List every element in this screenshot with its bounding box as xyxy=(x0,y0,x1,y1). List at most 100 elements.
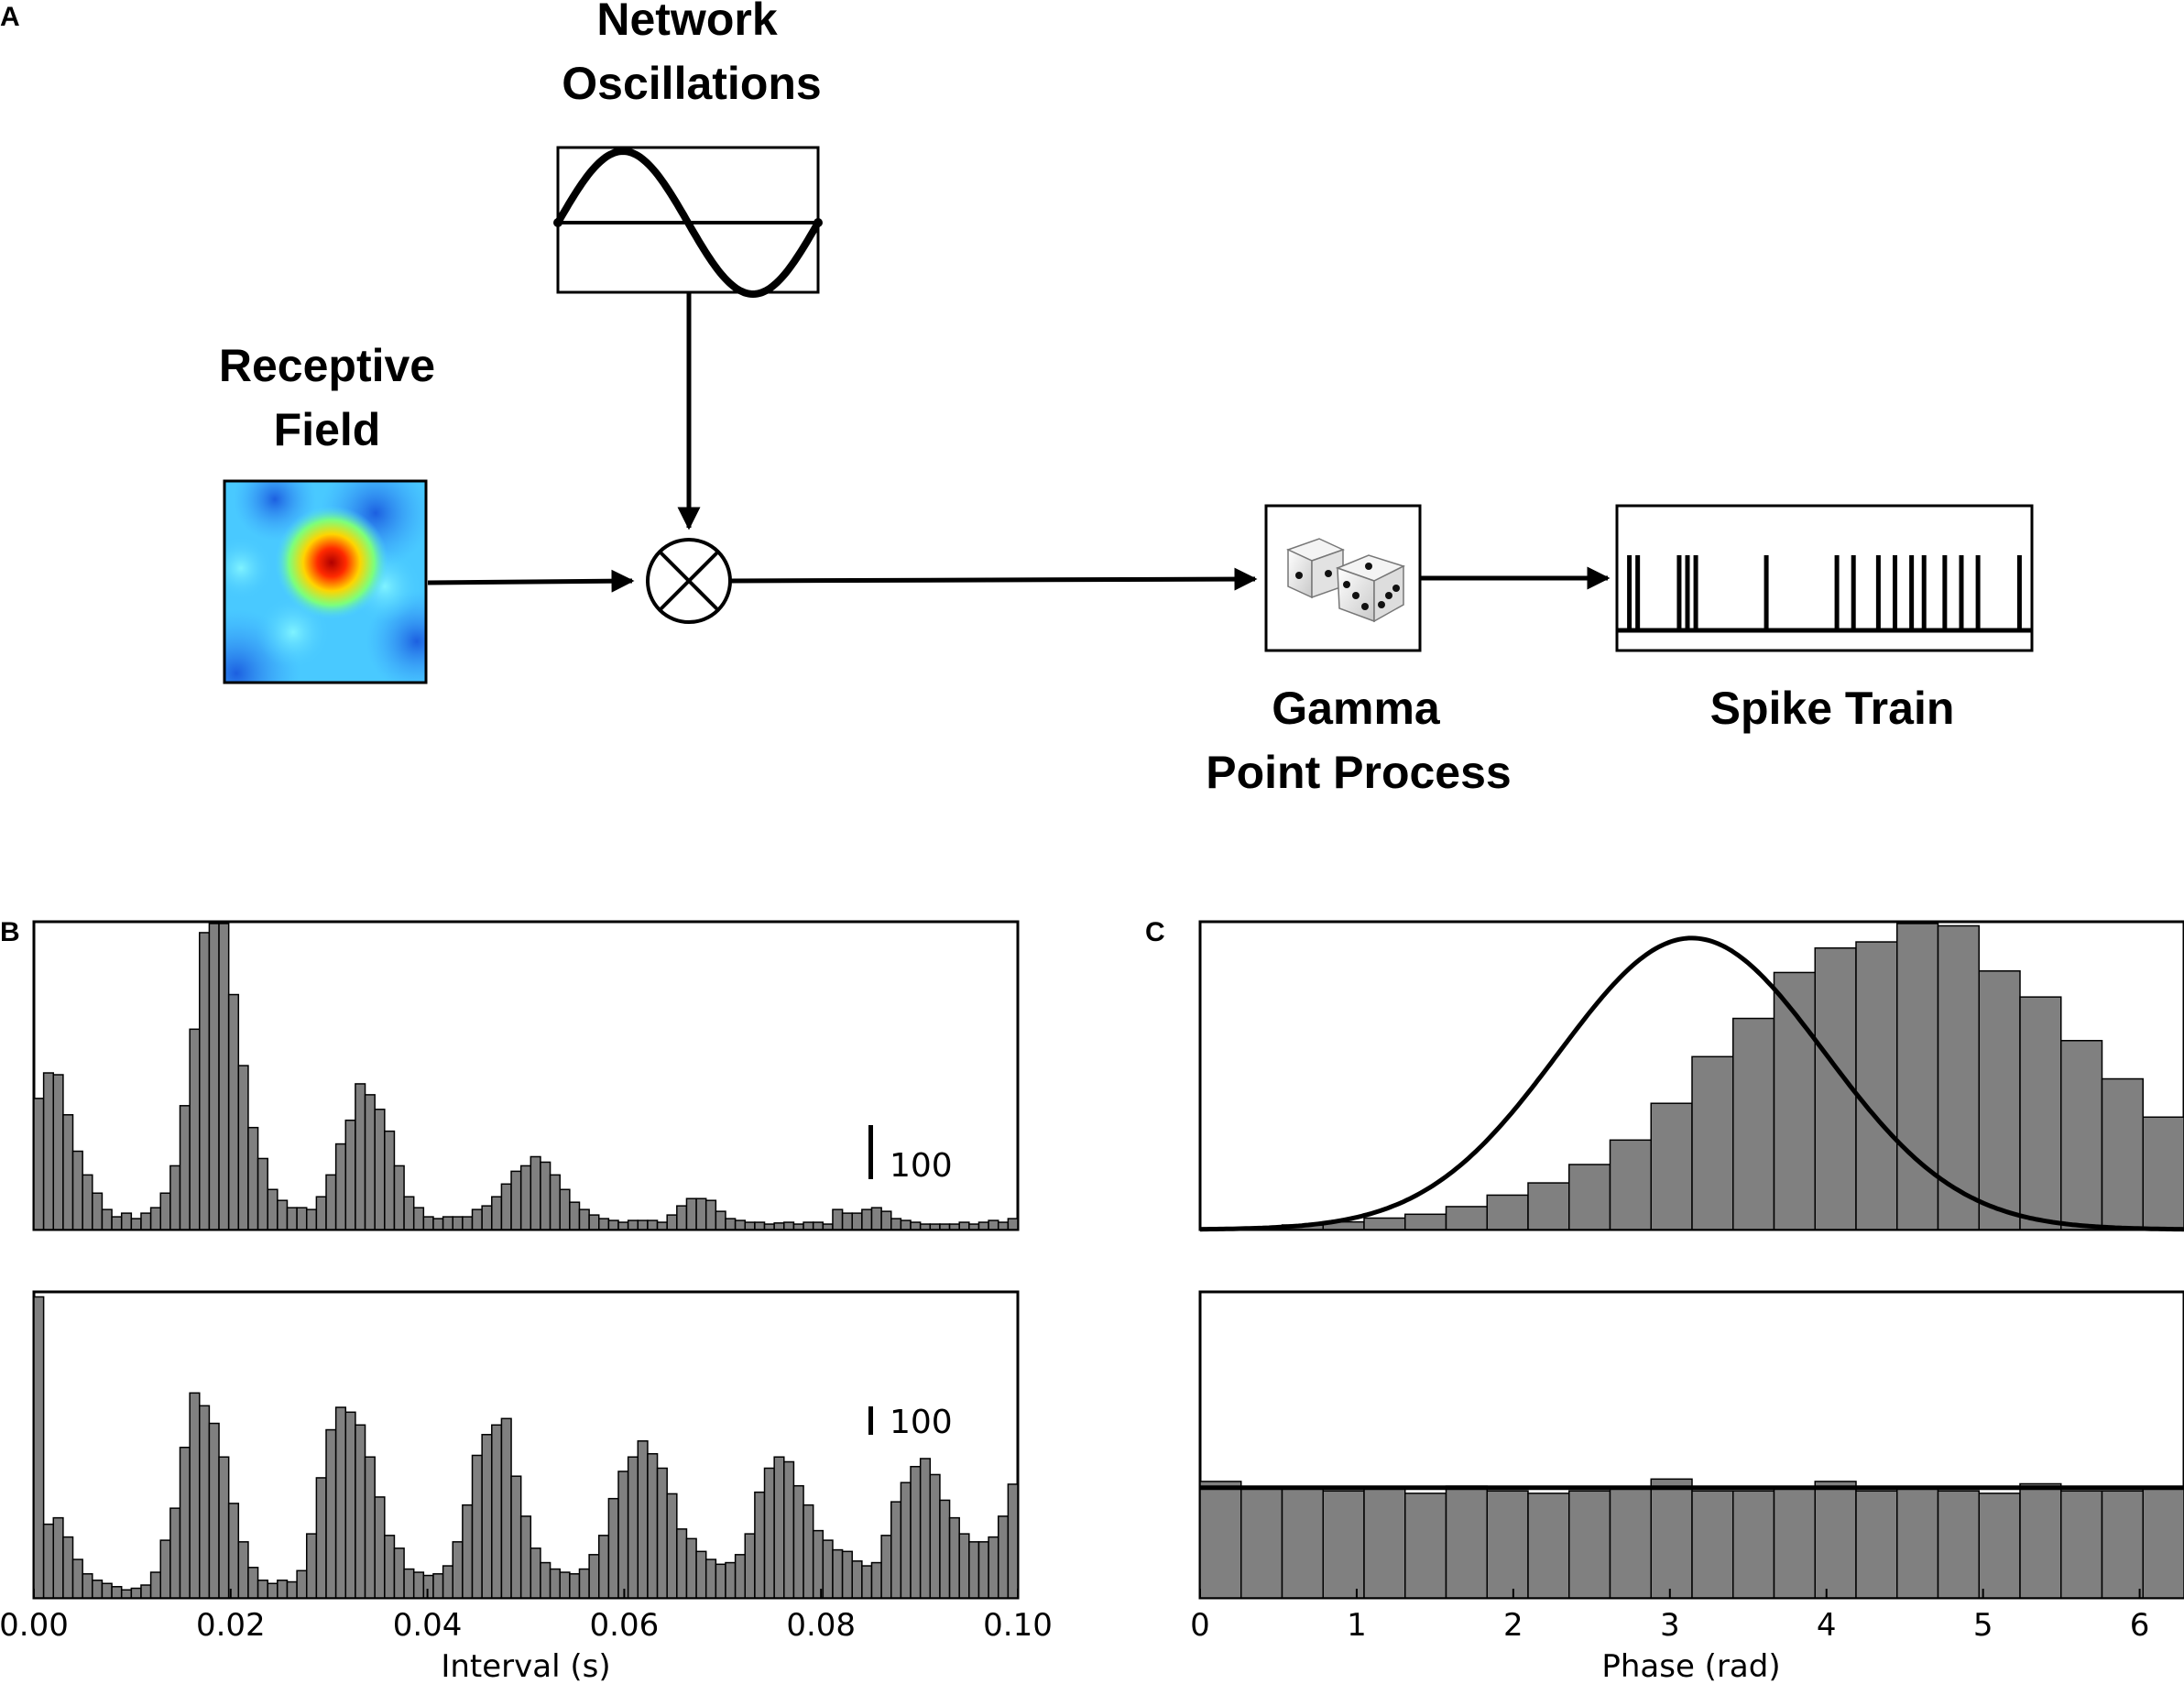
histogram-bar xyxy=(559,1188,571,1230)
histogram-bar xyxy=(890,1501,902,1599)
histogram-bar xyxy=(2101,1077,2144,1230)
histogram-bar xyxy=(851,1560,863,1599)
histogram-bar xyxy=(267,1188,278,1230)
histogram-bar xyxy=(296,1569,308,1599)
histogram-bar xyxy=(783,1460,795,1599)
histogram-bar xyxy=(1896,923,1939,1230)
scale-bar-b-top xyxy=(868,1125,873,1179)
histogram-bar xyxy=(578,1208,590,1230)
histogram-bar xyxy=(1937,1490,1980,1599)
histogram-bar xyxy=(1007,1483,1019,1599)
histogram-bar xyxy=(841,1550,853,1599)
histogram-bar xyxy=(822,1539,834,1599)
histogram-bar xyxy=(208,923,220,1230)
histogram-bar xyxy=(120,1212,133,1230)
histogram-bar xyxy=(540,1561,551,1599)
histogram-bar xyxy=(189,1028,201,1230)
histogram-bar xyxy=(900,1219,912,1230)
histogram-bar xyxy=(588,1214,600,1230)
histogram-bar xyxy=(82,1174,93,1230)
histogram-bar xyxy=(919,1223,932,1230)
histogram-bar xyxy=(452,1216,464,1230)
histogram-bar xyxy=(1978,970,2021,1230)
histogram-bar xyxy=(296,1207,308,1230)
histogram-bar xyxy=(1445,1206,1488,1230)
histogram-bar xyxy=(763,1467,775,1599)
histogram-bar xyxy=(803,1221,814,1230)
histogram-bar xyxy=(491,1424,503,1599)
histogram-bar xyxy=(62,1114,74,1230)
histogram-bar xyxy=(491,1196,503,1230)
histogram-bar xyxy=(1978,1493,2021,1599)
panel-c-bottom-histogram xyxy=(1198,1290,2184,1600)
histogram-bar xyxy=(598,1535,610,1599)
histogram-bar xyxy=(1240,1487,1283,1599)
histogram-bar xyxy=(812,1529,824,1599)
histogram-bar xyxy=(832,1208,844,1230)
histogram-bar xyxy=(442,1216,453,1230)
spike-train-title: Spike Train xyxy=(1710,683,1955,734)
histogram-bar xyxy=(1814,1481,1857,1599)
histogram-bar xyxy=(890,1218,902,1230)
histogram-bar xyxy=(42,1072,55,1230)
histogram-bar xyxy=(1363,1217,1406,1230)
histogram-bar xyxy=(422,1574,434,1599)
histogram-bar xyxy=(257,1580,268,1599)
histogram-bar xyxy=(218,923,230,1230)
x-tick-label: 1 xyxy=(1347,1607,1367,1644)
histogram-bar xyxy=(734,1554,746,1599)
histogram-bar xyxy=(773,1222,785,1230)
histogram-bar xyxy=(2142,1487,2184,1599)
histogram-bar xyxy=(62,1536,74,1599)
histogram-bar xyxy=(744,1221,756,1230)
histogram-bar xyxy=(374,1109,386,1230)
histogram-bar xyxy=(1650,1478,1693,1599)
histogram-bar xyxy=(803,1504,814,1599)
histogram-bar xyxy=(939,1223,951,1230)
histogram-bar xyxy=(422,1216,434,1230)
histogram-bar xyxy=(159,1192,171,1230)
histogram-bar xyxy=(344,1411,356,1599)
panel-a-label: A xyxy=(0,2,20,32)
histogram-bar xyxy=(149,1571,161,1599)
x-tick-label: 2 xyxy=(1503,1607,1523,1644)
x-tick-label: 5 xyxy=(1973,1607,1993,1644)
histogram-bar xyxy=(1773,1487,1816,1599)
histogram-bar xyxy=(2142,1116,2184,1230)
histogram-bar xyxy=(510,1475,522,1599)
histogram-bar xyxy=(227,993,240,1230)
multiplier-icon xyxy=(646,538,732,624)
histogram-bar xyxy=(1691,1490,1734,1599)
histogram-bar xyxy=(783,1221,795,1230)
histogram-bar xyxy=(111,1216,123,1230)
histogram-bar xyxy=(510,1170,522,1230)
histogram-bar xyxy=(247,1567,259,1599)
histogram-bar xyxy=(355,1424,366,1599)
histogram-bar xyxy=(540,1161,551,1230)
histogram-bar xyxy=(344,1119,356,1230)
gamma-title-line1: Gamma xyxy=(1272,683,1441,734)
histogram-bar xyxy=(1568,1164,1611,1230)
histogram-bar xyxy=(286,1580,298,1599)
scale-bar-b-bottom xyxy=(868,1406,873,1435)
receptive-field-heatmap xyxy=(223,479,428,684)
histogram-bar xyxy=(364,1456,376,1599)
histogram-bar xyxy=(305,1208,318,1230)
histogram-bar xyxy=(1404,1493,1447,1599)
x-tick-label: 4 xyxy=(1817,1607,1837,1644)
histogram-bar xyxy=(325,1428,337,1599)
histogram-bar xyxy=(481,1205,493,1230)
histogram-bar xyxy=(559,1571,571,1599)
histogram-bar xyxy=(199,1405,211,1599)
histogram-bar xyxy=(355,1083,366,1230)
receptive-field-title-line2: Field xyxy=(274,404,381,455)
histogram-bar xyxy=(179,1105,191,1230)
histogram-bar xyxy=(1691,1055,1734,1230)
histogram-bar xyxy=(1486,1194,1529,1230)
histogram-bar xyxy=(519,1165,532,1230)
histogram-bar xyxy=(997,1515,1010,1599)
gamma-point-process-box xyxy=(1264,504,1422,652)
histogram-bar xyxy=(315,1196,327,1230)
histogram-bar xyxy=(617,1471,629,1599)
